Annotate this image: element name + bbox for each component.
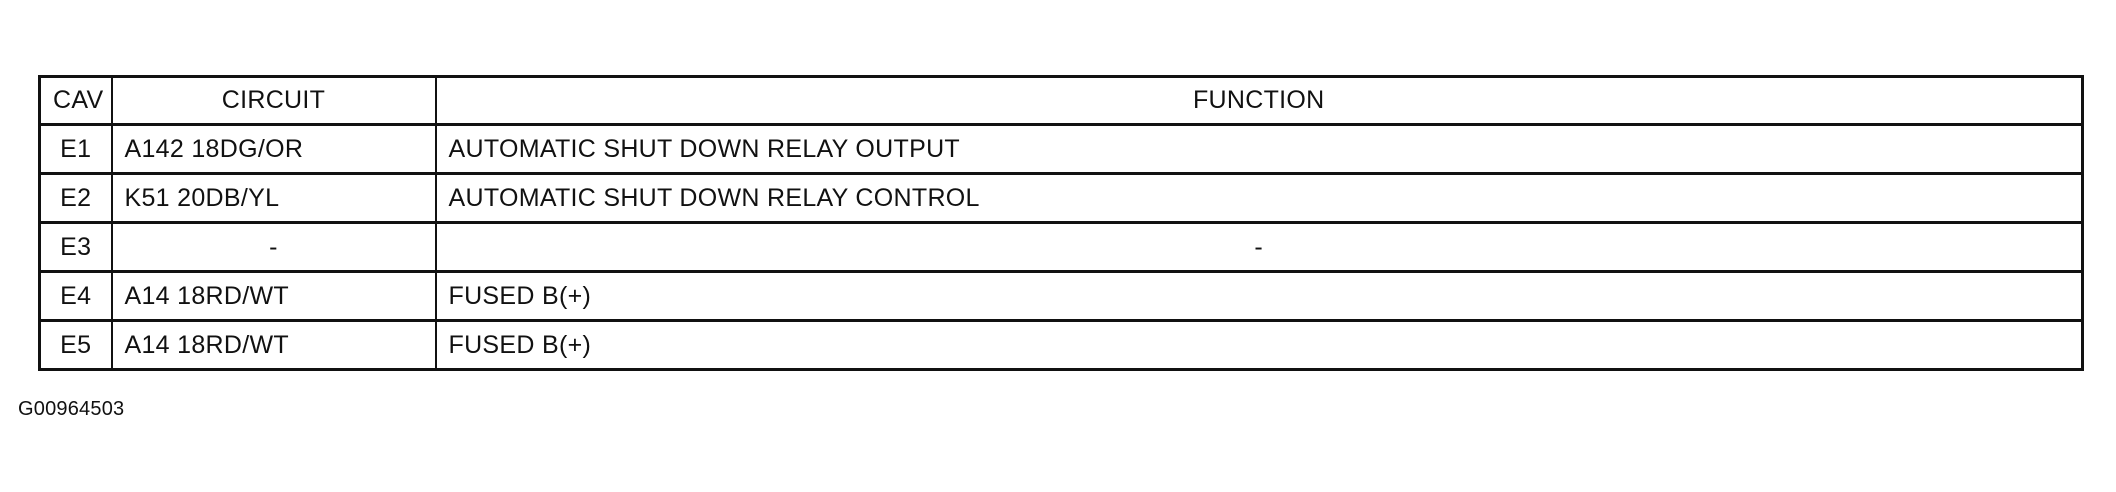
table-header: CAV CIRCUIT FUNCTION bbox=[38, 75, 2084, 126]
cell-circuit: A14 18RD/WT bbox=[110, 270, 437, 322]
header-cav: CAV bbox=[38, 75, 113, 126]
header-circuit: CIRCUIT bbox=[110, 75, 437, 126]
cell-cav: E5 bbox=[38, 319, 113, 371]
header-function: FUNCTION bbox=[434, 75, 2084, 126]
table-row: E1 A142 18DG/OR AUTOMATIC SHUT DOWN RELA… bbox=[38, 123, 2084, 175]
cell-function: AUTOMATIC SHUT DOWN RELAY CONTROL bbox=[434, 172, 2084, 224]
cell-cav: E4 bbox=[38, 270, 113, 322]
cell-cav: E3 bbox=[38, 221, 113, 273]
connector-pinout-table: CAV CIRCUIT FUNCTION E1 A142 18DG/OR AUT… bbox=[38, 75, 2084, 371]
cell-function: AUTOMATIC SHUT DOWN RELAY OUTPUT bbox=[434, 123, 2084, 175]
table-row: E5 A14 18RD/WT FUSED B(+) bbox=[38, 319, 2084, 371]
cell-function: FUSED B(+) bbox=[434, 319, 2084, 371]
table-row: E4 A14 18RD/WT FUSED B(+) bbox=[38, 270, 2084, 322]
cell-cav: E1 bbox=[38, 123, 113, 175]
cell-function: - bbox=[434, 221, 2084, 273]
cell-circuit: A14 18RD/WT bbox=[110, 319, 437, 371]
table-row: E2 K51 20DB/YL AUTOMATIC SHUT DOWN RELAY… bbox=[38, 172, 2084, 224]
cell-circuit: K51 20DB/YL bbox=[110, 172, 437, 224]
cell-circuit: A142 18DG/OR bbox=[110, 123, 437, 175]
table-body: E1 A142 18DG/OR AUTOMATIC SHUT DOWN RELA… bbox=[38, 123, 2084, 371]
cell-cav: E2 bbox=[38, 172, 113, 224]
figure-id: G00964503 bbox=[18, 398, 125, 420]
header-row: CAV CIRCUIT FUNCTION bbox=[38, 75, 2084, 126]
cell-function: FUSED B(+) bbox=[434, 270, 2084, 322]
cell-circuit: - bbox=[110, 221, 437, 273]
table-row: E3 - - bbox=[38, 221, 2084, 273]
